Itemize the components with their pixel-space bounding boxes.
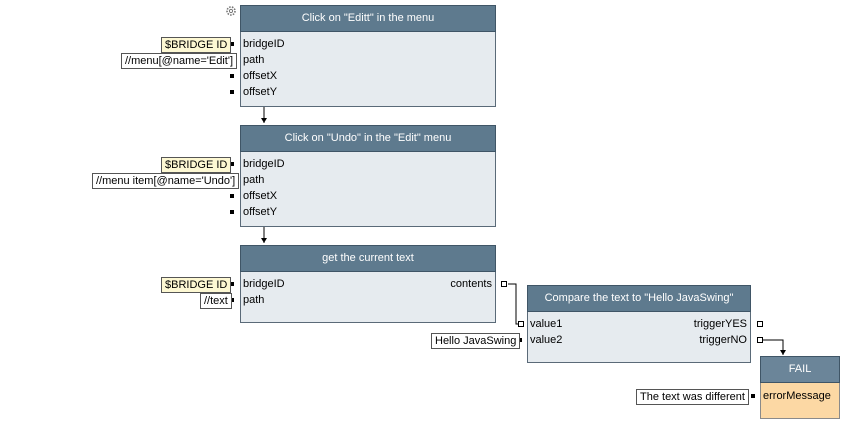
port-path: path — [243, 54, 265, 66]
constant-bridge-id[interactable]: $BRIDGE ID — [161, 277, 232, 293]
port-bridgeid: bridgeID — [243, 158, 285, 170]
input-port[interactable] — [230, 42, 234, 46]
block-title: get the current text — [240, 245, 496, 272]
gear-icon[interactable] — [225, 5, 237, 17]
port-value2: value2 — [530, 334, 563, 346]
input-port[interactable] — [751, 394, 755, 398]
port-offsetx: offsetX — [243, 190, 278, 202]
constant-bridge-id[interactable]: $BRIDGE ID — [161, 157, 232, 173]
port-path: path — [243, 294, 265, 306]
block-compare[interactable]: Compare the text to "Hello JavaSwing" va… — [527, 285, 751, 363]
block-title: Click on "Undo" in the "Edit" menu — [240, 125, 496, 152]
block-get-text[interactable]: get the current text bridgeID path conte… — [240, 245, 496, 323]
port-triggerno: triggerNO — [699, 334, 747, 346]
block-title: FAIL — [760, 356, 840, 383]
block-title: Click on "Editt" in the menu — [240, 5, 496, 32]
port-errormessage: errorMessage — [763, 390, 831, 402]
output-port-triggeryes[interactable] — [757, 321, 763, 327]
input-port[interactable] — [230, 90, 234, 94]
input-port[interactable] — [230, 194, 234, 198]
output-port-contents[interactable] — [501, 281, 507, 287]
block-title: Compare the text to "Hello JavaSwing" — [527, 285, 751, 312]
constant-path[interactable]: //text — [200, 293, 232, 309]
input-port[interactable] — [230, 162, 234, 166]
constant-path[interactable]: //menu item[@name='Undo'] — [92, 173, 240, 189]
port-contents: contents — [450, 278, 492, 290]
output-port-triggerno[interactable] — [757, 337, 763, 343]
block-click-edit[interactable]: Click on "Editt" in the menu bridgeID pa… — [240, 5, 496, 107]
port-path: path — [243, 174, 265, 186]
constant-bridge-id[interactable]: $BRIDGE ID — [161, 37, 232, 53]
port-bridgeid: bridgeID — [243, 278, 285, 290]
block-fail[interactable]: FAIL errorMessage — [760, 356, 840, 419]
input-port[interactable] — [230, 282, 234, 286]
input-port[interactable] — [230, 298, 234, 302]
port-offsetx: offsetX — [243, 70, 278, 82]
constant-path[interactable]: //menu[@name='Edit'] — [121, 53, 238, 69]
input-port-value1[interactable] — [518, 321, 524, 327]
port-triggeryes: triggerYES — [693, 318, 747, 330]
constant-error-message[interactable]: The text was different — [636, 389, 749, 405]
block-click-undo[interactable]: Click on "Undo" in the "Edit" menu bridg… — [240, 125, 496, 227]
constant-value2[interactable]: Hello JavaSwing — [431, 333, 521, 349]
port-bridgeid: bridgeID — [243, 38, 285, 50]
input-port[interactable] — [230, 74, 234, 78]
port-value1: value1 — [530, 318, 563, 330]
port-offsety: offsetY — [243, 86, 278, 98]
input-port[interactable] — [230, 210, 234, 214]
port-offsety: offsetY — [243, 206, 278, 218]
